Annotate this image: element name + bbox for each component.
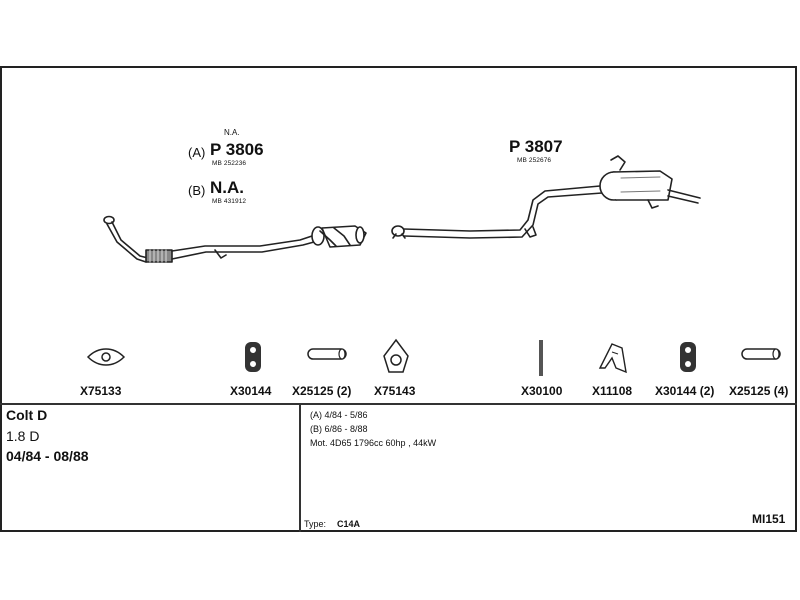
vehicle-engine: 1.8 D [6, 428, 40, 444]
info-divider-vertical [299, 403, 301, 532]
sheet-code: MI151 [752, 512, 786, 526]
accessory-code-7: X30144 (2) [655, 384, 715, 398]
accessory-code-5: X30100 [521, 384, 563, 398]
accessory-code-4: X75143 [374, 384, 416, 398]
accessory-code-2: X30144 [230, 384, 272, 398]
variant-b-prefix: (B) [188, 183, 206, 198]
rear-ref: MB 252676 [517, 157, 552, 164]
spec-line-a: (A) 4/84 - 5/86 [310, 410, 368, 420]
type-value: C14A [337, 519, 361, 529]
vehicle-model: Colt D [6, 407, 48, 423]
info-divider-horizontal [0, 403, 797, 405]
diagram-frame [0, 66, 797, 532]
accessory-code-3: X25125 (2) [292, 384, 352, 398]
rear-part-number[interactable]: P 3807 [509, 137, 563, 156]
variant-a-prefix: (A) [188, 145, 206, 160]
variant-b-ref: MB 431912 [212, 198, 247, 205]
accessory-code-6: X11108 [592, 384, 633, 398]
variant-b-part-number[interactable]: N.A. [210, 178, 244, 197]
accessory-code-8: X25125 (4) [729, 384, 789, 398]
variant-a-ref: MB 252236 [212, 160, 247, 167]
type-label: Type: [304, 519, 327, 529]
variant-a-part-number[interactable]: P 3806 [210, 140, 264, 159]
variant-a-note: N.A. [224, 128, 240, 137]
vehicle-years: 04/84 - 08/88 [6, 448, 89, 464]
accessory-code-1: X75133 [80, 384, 122, 398]
spec-motor: Mot. 4D65 1796cc 60hp , 44kW [310, 438, 437, 448]
spec-line-b: (B) 6/86 - 8/88 [310, 424, 368, 434]
